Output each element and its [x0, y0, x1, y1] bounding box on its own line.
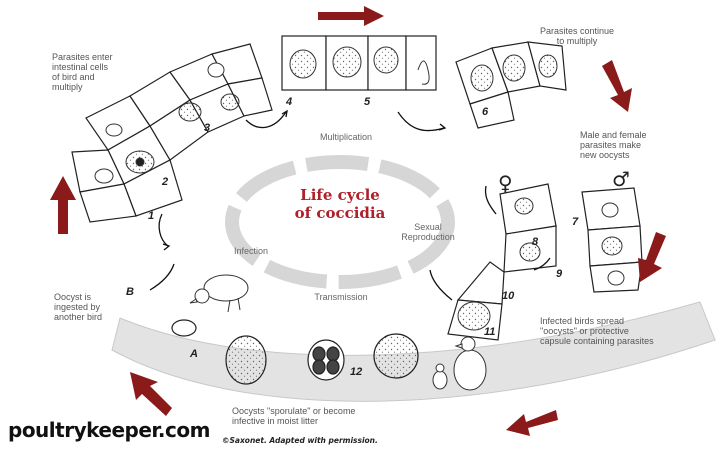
- cell-nuclei-top: [289, 46, 430, 85]
- diagram-title: Life cycle of coccidia: [294, 186, 386, 222]
- step-8: 8: [532, 236, 539, 248]
- litter-band: [111, 301, 716, 402]
- step-4: 4: [286, 96, 293, 108]
- red-flow-arrows: [50, 6, 666, 436]
- oocysts-group: [171, 319, 419, 385]
- brand-logo: poultrykeeper.com: [8, 418, 210, 442]
- chick-drinking: [189, 274, 249, 313]
- central-cycle-ring: [225, 155, 455, 289]
- annotation-oocysts-sporulate: Oocysts "sporulate" or become infective …: [232, 406, 356, 426]
- oocyst-small: [171, 319, 197, 337]
- step-11: 11: [484, 326, 496, 338]
- red-arrow-left: [50, 176, 76, 234]
- gender-symbols: ♀ ♂: [498, 167, 630, 195]
- cycle-arrows-small: [149, 109, 551, 301]
- step-2: 2: [162, 176, 169, 188]
- red-arrow-top: [318, 6, 384, 26]
- red-arrow-bottom-right: [506, 410, 558, 436]
- oocyst-a: [225, 335, 267, 385]
- stage-sexual-reproduction: Sexual Reproduction: [401, 222, 455, 242]
- stage-infection: Infection: [233, 246, 269, 256]
- annotation-parasites-enter: Parasites enter intestinal cells of bird…: [52, 52, 113, 92]
- step-3: 3: [204, 122, 211, 134]
- red-arrow-right-lower: [638, 232, 666, 282]
- cell-nuclei-right-lower: [457, 197, 625, 331]
- step-6: 6: [482, 106, 489, 118]
- annotation-infected-spread: Infected birds spread "oocysts" or prote…: [540, 316, 654, 346]
- step-10: 10: [502, 290, 515, 302]
- copyright-credit: ©Saxonet. Adapted with permission.: [222, 436, 378, 445]
- step-7: 7: [572, 216, 579, 228]
- oocyst-sporulated: [307, 339, 345, 381]
- red-arrow-bottom-left: [130, 372, 172, 416]
- annotation-parasites-continue: Parasites continue to multiply: [540, 26, 615, 46]
- step-5: 5: [364, 96, 371, 108]
- stage-transmission: Transmission: [314, 292, 368, 302]
- cell-nuclei-right-upper: [470, 54, 558, 92]
- female-symbol: ♀: [498, 171, 513, 195]
- cell-nuclei-left: [94, 62, 240, 184]
- step-1: 1: [148, 210, 155, 222]
- step-12: 12: [350, 366, 363, 378]
- stage-multiplication: Multiplication: [319, 132, 373, 142]
- red-arrow-right-upper: [602, 60, 632, 112]
- letter-b: B: [126, 286, 134, 298]
- letter-a: A: [190, 348, 198, 360]
- hen-icon: [432, 336, 487, 391]
- annotation-oocyst-ingested: Oocyst is ingested by another bird: [54, 292, 103, 322]
- oocyst-12: [373, 333, 419, 379]
- annotation-male-female: Male and female parasites make new oocys…: [580, 130, 647, 160]
- male-symbol: ♂: [612, 167, 630, 191]
- step-9: 9: [556, 268, 563, 280]
